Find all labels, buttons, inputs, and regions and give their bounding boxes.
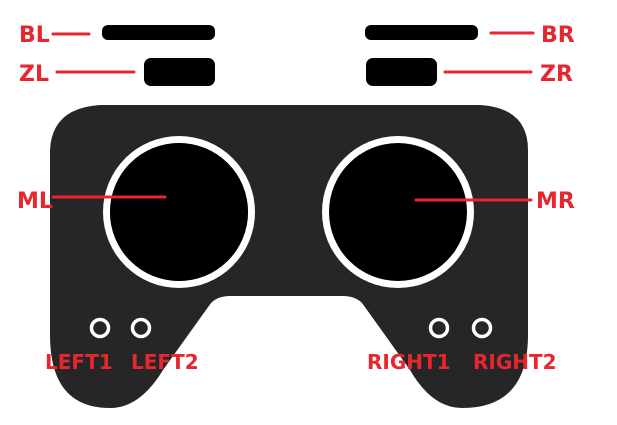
mr-label: MR [536,189,575,214]
right1-label: RIGHT1 [367,350,451,374]
zr-label: ZR [540,62,573,87]
trigger-right [366,58,437,86]
left-stick [110,143,248,281]
left1-button [89,317,111,339]
br-label: BR [541,23,575,48]
ml-label: ML [17,189,53,214]
right-stick [329,143,467,281]
right1-button [428,317,450,339]
trigger-left [144,58,215,86]
left1-label: LEFT1 [45,350,113,374]
bumper-left [102,25,215,40]
right2-label: RIGHT2 [473,350,557,374]
bl-label: BL [19,23,50,48]
right2-button [471,317,493,339]
left2-label: LEFT2 [131,350,199,374]
zl-label: ZL [19,62,49,87]
bumper-right [365,25,478,40]
left2-button [130,317,152,339]
